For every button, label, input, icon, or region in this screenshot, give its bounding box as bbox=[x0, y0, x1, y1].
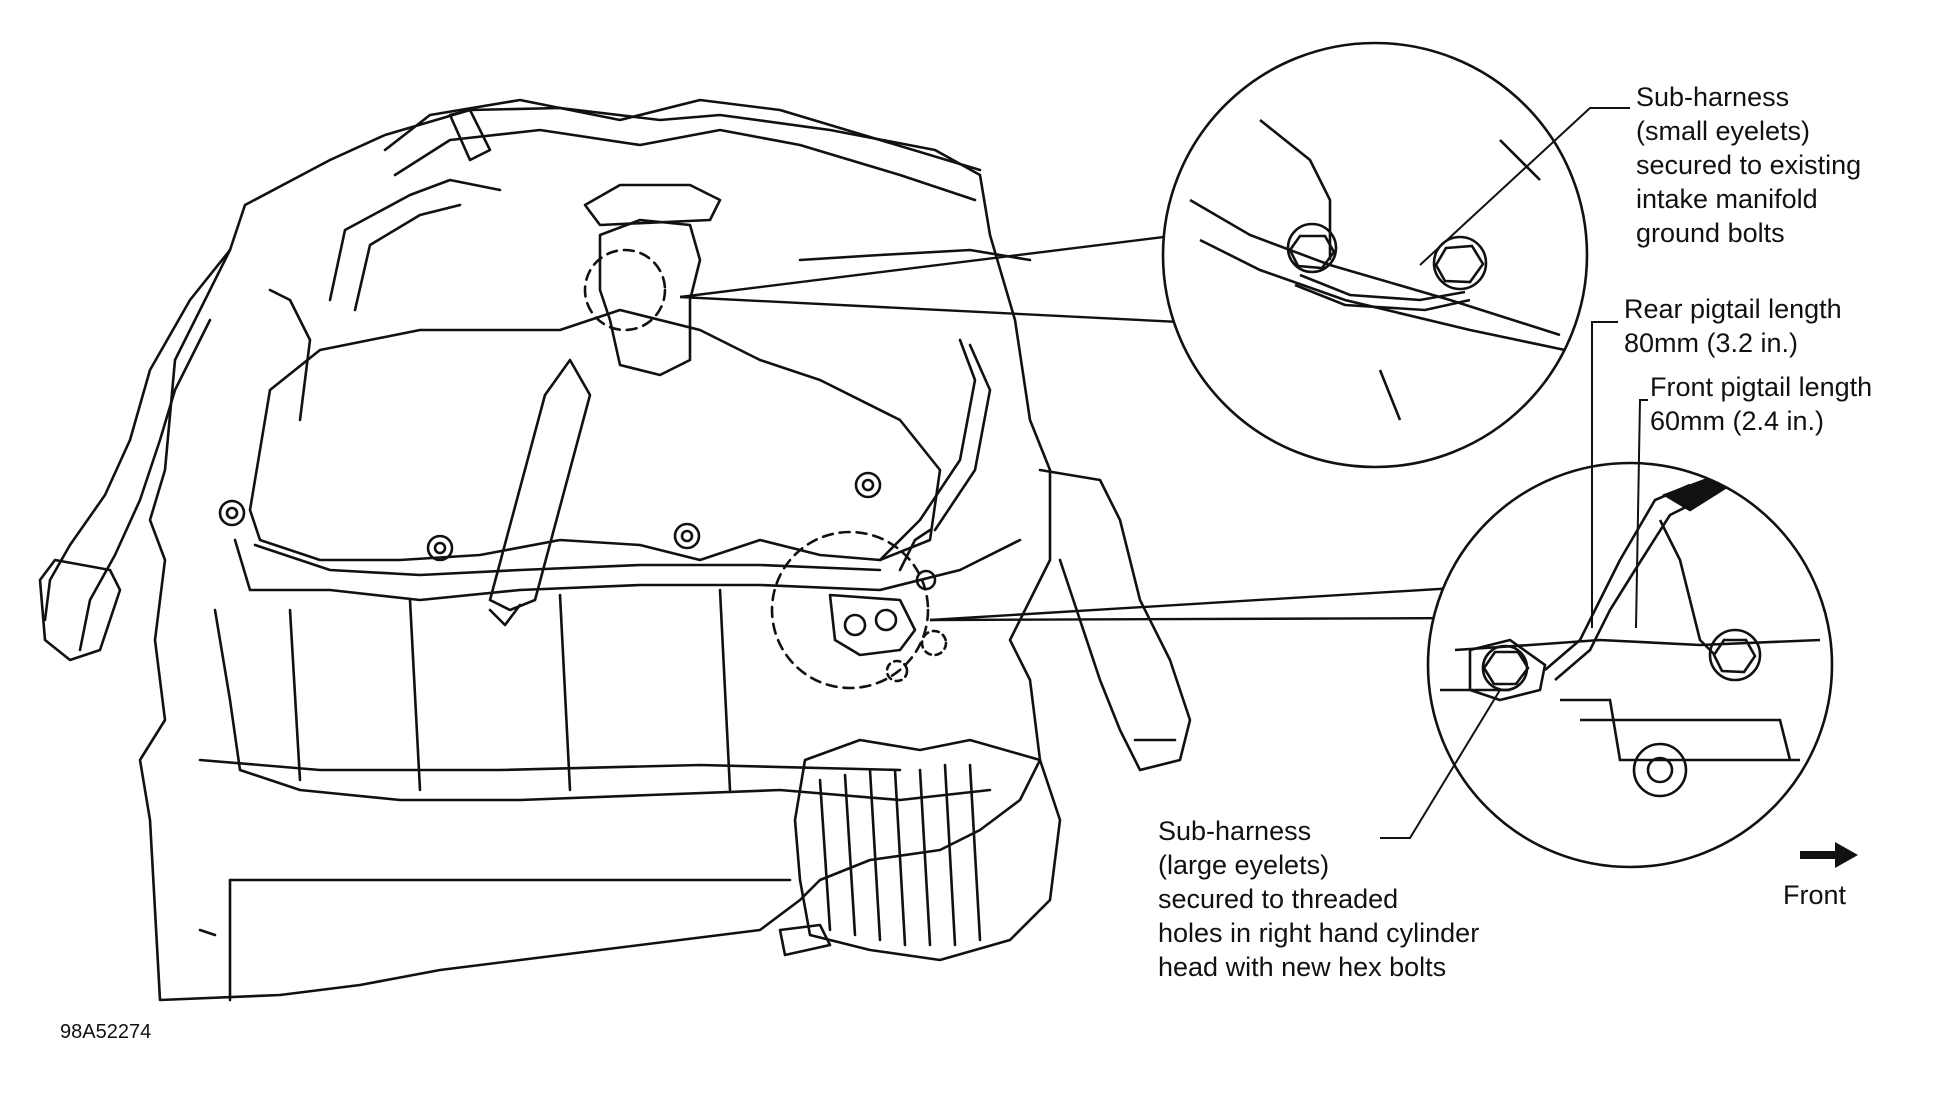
leader-large-eyelets bbox=[1380, 689, 1501, 839]
figure-id: 98A52274 bbox=[60, 1021, 152, 1043]
direction-label: Front bbox=[1783, 880, 1847, 910]
leader-front-pigtail bbox=[1635, 399, 1648, 629]
right-pipe bbox=[1038, 468, 1192, 772]
cylinder-head bbox=[213, 608, 992, 802]
alternator bbox=[793, 738, 1062, 962]
callout-line: intake manifold bbox=[1636, 184, 1818, 214]
callout-large-eyelets: Sub-harness (large eyelets) secured to t… bbox=[1158, 814, 1479, 984]
callout-line: secured to threaded bbox=[1158, 884, 1399, 914]
top-hose bbox=[383, 98, 982, 172]
callout-line: Rear pigtail length bbox=[1624, 294, 1842, 324]
left-pipe bbox=[43, 248, 232, 622]
callout-line: (large eyelets) bbox=[1158, 850, 1330, 880]
callout-line: holes in right hand cylinder bbox=[1158, 918, 1480, 948]
callout-line: secured to existing bbox=[1636, 150, 1862, 180]
valve-cover bbox=[248, 308, 942, 562]
engine-outline bbox=[138, 106, 1052, 1002]
callout-line: 60mm (2.4 in.) bbox=[1650, 406, 1825, 436]
callout-small-eyelets: Sub-harness (small eyelets) secured to e… bbox=[1636, 80, 1861, 250]
callout-line: ground bolts bbox=[1636, 218, 1785, 248]
plug-wire bbox=[488, 358, 592, 612]
callout-line: 80mm (3.2 in.) bbox=[1624, 328, 1799, 358]
callout-line: Sub-harness bbox=[1636, 82, 1790, 112]
callout-front-pigtail: Front pigtail length 60mm (2.4 in.) bbox=[1650, 370, 1872, 438]
upper-detail bbox=[1161, 41, 1589, 469]
callout-line: Sub-harness bbox=[1158, 816, 1312, 846]
leader-small-eyelets bbox=[1419, 107, 1630, 266]
filler-neck bbox=[598, 218, 702, 377]
lower-detail bbox=[1426, 461, 1834, 869]
callout-line: head with new hex bolts bbox=[1158, 952, 1447, 982]
leader-rear-pigtail bbox=[1591, 321, 1618, 628]
callout-line: (small eyelets) bbox=[1636, 116, 1811, 146]
callout-line: Front pigtail length bbox=[1650, 372, 1873, 402]
right-arrow-icon bbox=[1800, 842, 1858, 868]
callout-rear-pigtail: Rear pigtail length 80mm (3.2 in.) bbox=[1624, 292, 1842, 360]
ground-bracket bbox=[828, 593, 917, 657]
